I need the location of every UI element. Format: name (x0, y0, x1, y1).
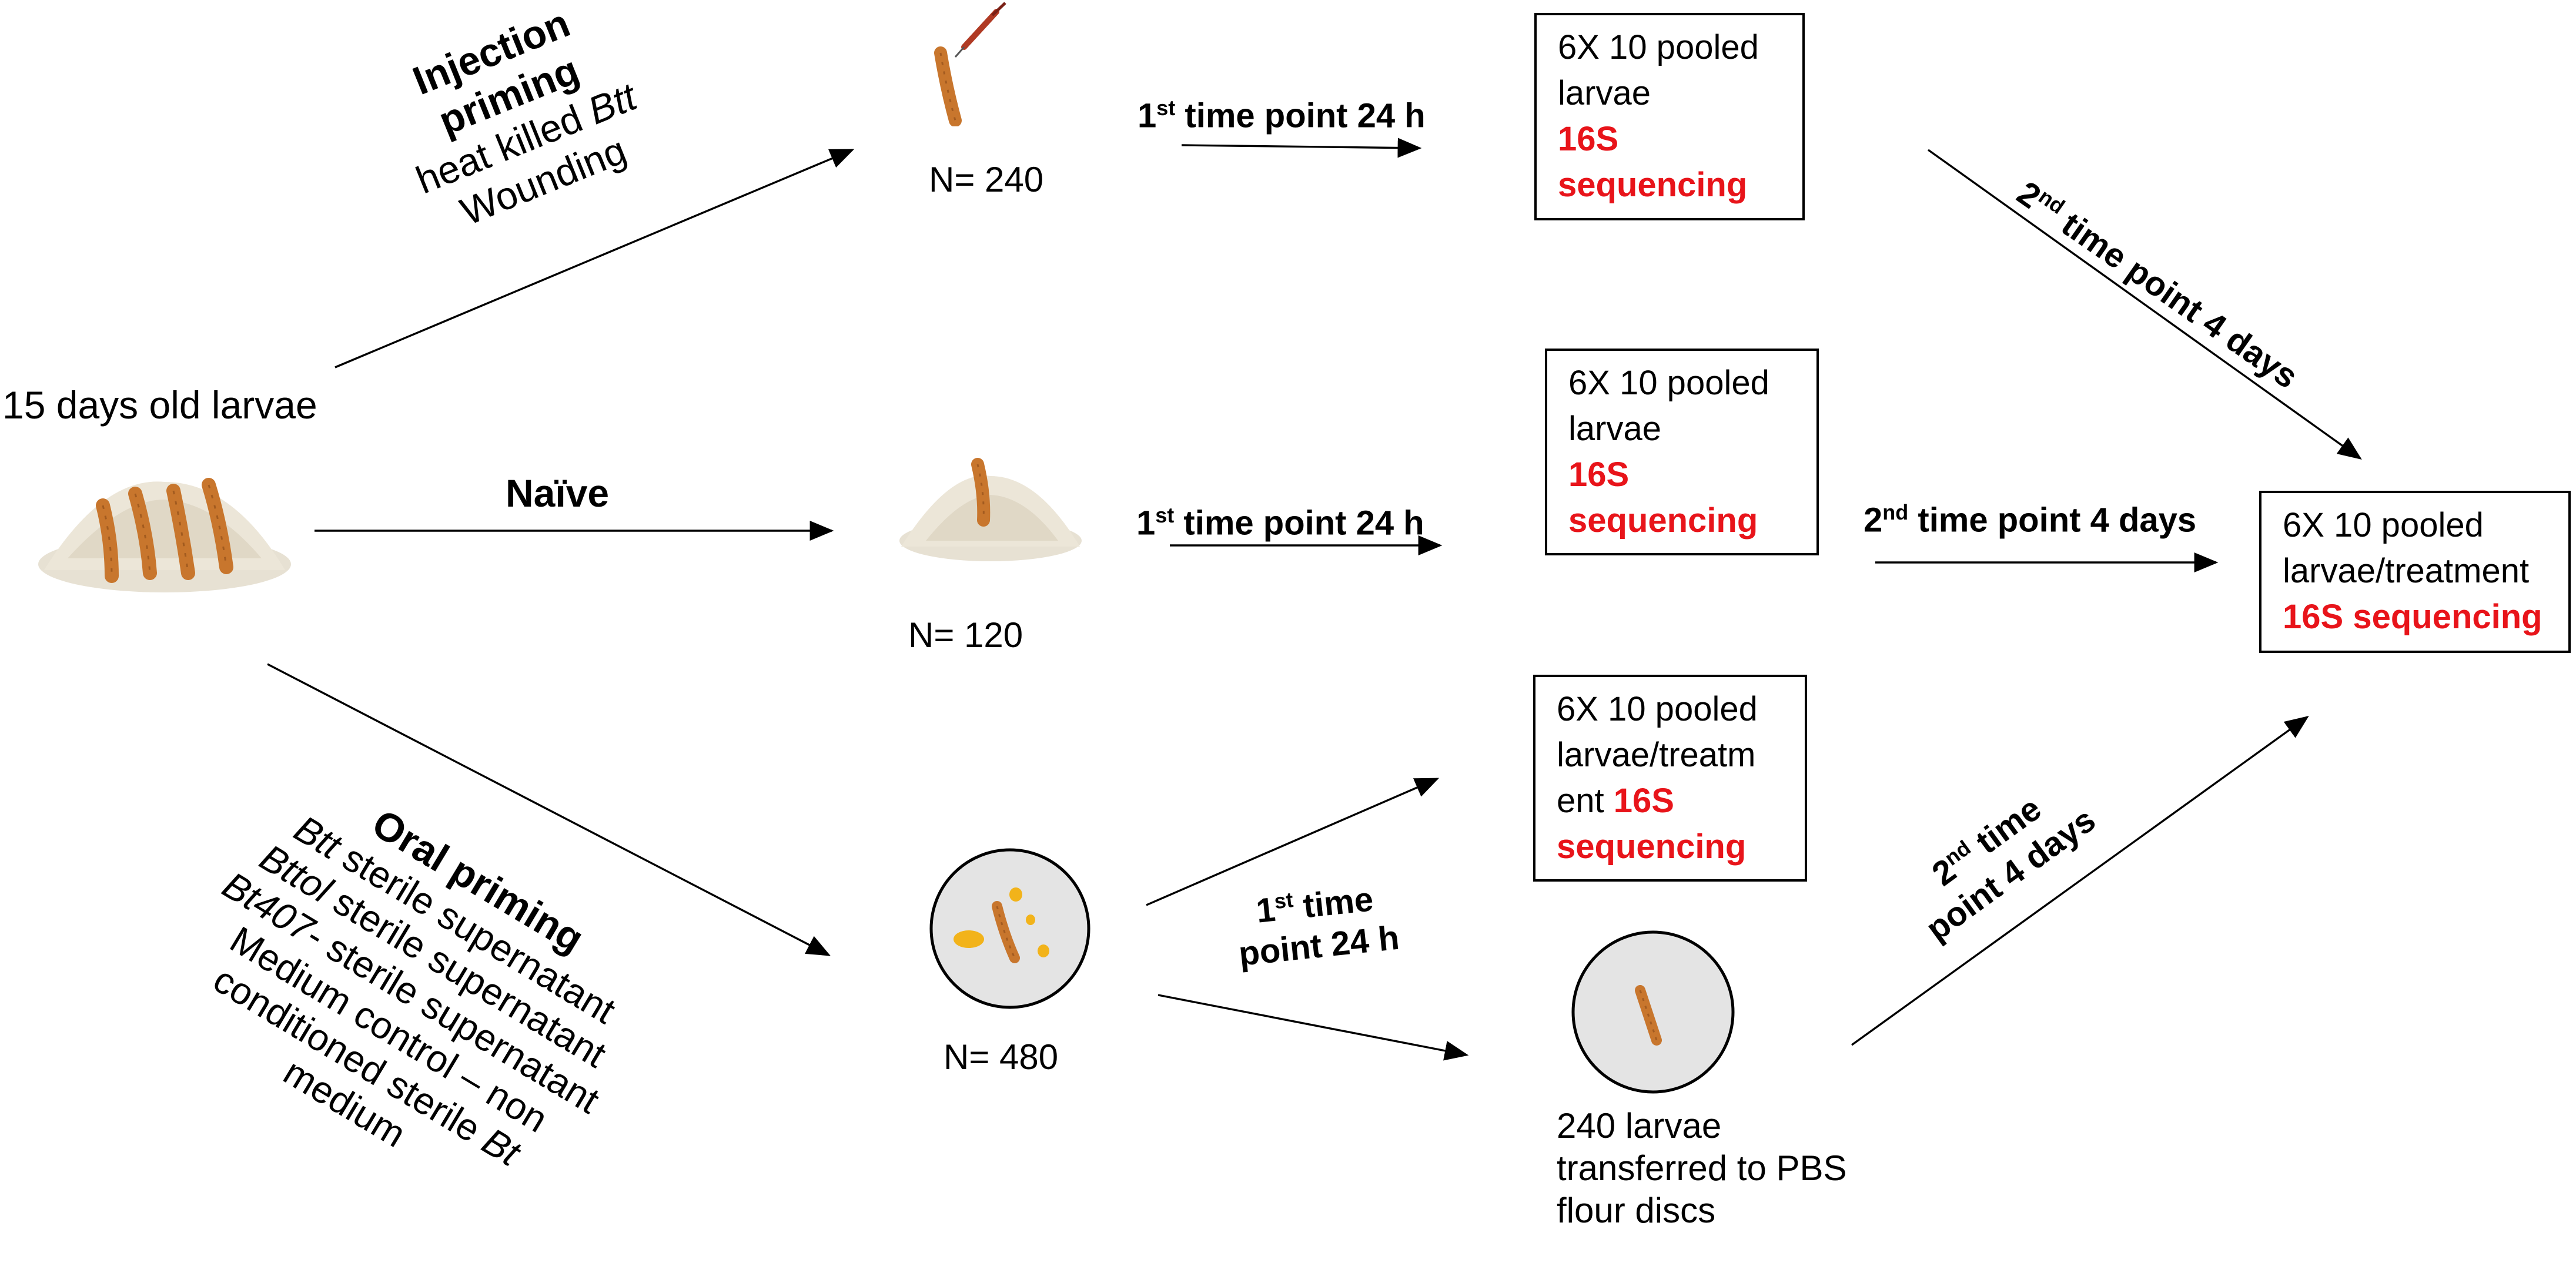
pbs-line3: flour discs (1557, 1191, 1716, 1230)
oral-time1-a: time (1301, 880, 1376, 926)
arrow-injection-time1 (1181, 138, 1422, 158)
naive-box-red2: sequencing (1568, 501, 1758, 540)
pbs-line2: transferred to PBS (1557, 1148, 1847, 1188)
oral-box-line2: larvae/treatm (1557, 736, 1756, 774)
injection-box-line2: larvae (1558, 74, 1651, 112)
oral-box-red1: 16S (1613, 782, 1674, 820)
oral-box-red2: sequencing (1557, 828, 1747, 866)
injection-box-line1: 6X 10 pooled (1558, 28, 1759, 66)
arrow-oral-to-box (1146, 778, 1440, 906)
naive-time1: 1st time point 24 h (1136, 503, 1424, 544)
pbs-line1: 240 larvae (1557, 1106, 1722, 1145)
injection-time1: 1st time point 24 h (1138, 95, 1426, 136)
oral-box-line1: 6X 10 pooled (1557, 690, 1758, 728)
naive-sequencing-box: 6X 10 pooled larvae 16S sequencing (1545, 349, 1819, 555)
naive-time2: 2nd time point 4 days (1864, 500, 2196, 541)
pbs-petri-dish-icon (1571, 930, 1735, 1094)
naive-time2-ord: 2 (1864, 501, 1883, 540)
naive-time2-sup: nd (1882, 500, 1909, 524)
naive-box-red1: 16S (1568, 455, 1630, 494)
injected-larva-icon (934, 2, 1006, 126)
naive-time2-text: time point 4 days (1918, 501, 2197, 540)
oral-time1-sup: st (1273, 887, 1294, 914)
arrow-start-to-injection (334, 149, 855, 369)
flour-pile-larva-icon (899, 458, 1082, 561)
arrows-layer (267, 138, 2362, 1061)
naive-time1-text: time point 24 h (1183, 504, 1424, 542)
arrow-injection-time2 (1928, 149, 2362, 460)
start-label: 15 days old larvae (2, 383, 317, 427)
injection-box-red1: 16S (1558, 120, 1619, 158)
injection-n: N= 240 (929, 160, 1044, 199)
naive-box-line2: larvae (1568, 410, 1661, 448)
final-box-line1: 6X 10 pooled (2283, 506, 2484, 544)
final-box-line2: larvae/treatment (2283, 552, 2530, 590)
arrow-start-to-oral (267, 663, 831, 956)
final-box-red: 16S sequencing (2283, 598, 2542, 636)
naive-title: Naïve (506, 471, 610, 515)
naive-box-line1: 6X 10 pooled (1568, 364, 1769, 402)
naive-time1-ord: 1 (1136, 504, 1156, 542)
naive-time1-sup: st (1155, 503, 1175, 527)
oral-sequencing-box: 6X 10 pooled larvae/treatm ent 16S seque… (1533, 675, 1807, 882)
injection-time1-text: time point 24 h (1185, 96, 1426, 135)
flour-pile-with-larvae-icon (38, 478, 291, 592)
injection-time1-ord: 1 (1138, 96, 1157, 135)
pbs-label: 240 larvae transferred to PBS flour disc… (1557, 1105, 1847, 1232)
naive-n: N= 120 (908, 615, 1023, 655)
oral-box-line3: ent 16S (1557, 778, 1784, 824)
oral-box-line3-prefix: ent (1557, 782, 1614, 820)
injection-time1-sup: st (1156, 96, 1176, 120)
arrow-pbs-time2 (1851, 716, 2309, 1046)
injection-box-red2: sequencing (1558, 166, 1748, 204)
oral-n: N= 480 (944, 1037, 1059, 1077)
final-sequencing-box: 6X 10 pooled larvae/treatment 16S sequen… (2259, 491, 2571, 653)
petri-dish-droplets-icon (929, 848, 1090, 1009)
arrow-oral-to-pbs (1157, 994, 1469, 1061)
injection-sequencing-box: 6X 10 pooled larvae 16S sequencing (1534, 13, 1805, 220)
